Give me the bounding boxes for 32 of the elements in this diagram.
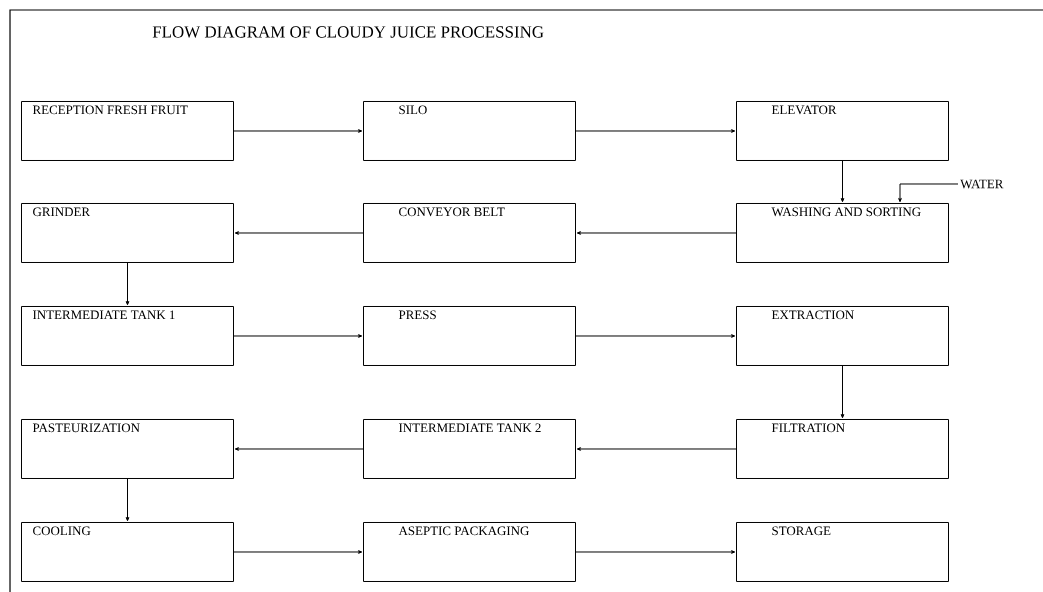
input-label: WATER (960, 179, 1004, 189)
arrow (840, 160, 845, 203)
arrow (575, 550, 736, 554)
arrow (576, 231, 737, 235)
title: FLOW DIAGRAM OF CLOUDY JUICE PROCESSING (152, 26, 544, 38)
arrow (234, 231, 364, 235)
process-box: ELEVATOR (736, 101, 949, 161)
process-box: PASTEURIZATION (21, 419, 234, 479)
process-box: STORAGE (736, 522, 949, 582)
arrow (840, 365, 845, 419)
process-box: ASEPTIC PACKAGING (363, 522, 576, 582)
process-box: PRESS (363, 306, 576, 366)
arrow (575, 129, 736, 133)
arrow (234, 447, 364, 451)
arrow (898, 183, 959, 203)
process-box: INTERMEDIATE TANK 2 (363, 419, 576, 479)
arrow (125, 478, 130, 522)
process-box: SILO (363, 101, 576, 161)
process-box: COOLING (21, 522, 234, 582)
process-box: RECEPTION FRESH FRUIT (21, 101, 234, 161)
process-box: GRINDER (21, 203, 234, 263)
arrow (233, 334, 363, 338)
arrow (233, 129, 363, 133)
arrow (125, 262, 130, 306)
process-box: WASHING AND SORTING (736, 203, 949, 263)
process-box: CONVEYOR BELT (363, 203, 576, 263)
process-box: FILTRATION (736, 419, 949, 479)
arrow (575, 334, 736, 338)
arrow (233, 550, 363, 554)
arrow (576, 447, 737, 451)
process-box: EXTRACTION (736, 306, 949, 366)
process-box: INTERMEDIATE TANK 1 (21, 306, 234, 366)
